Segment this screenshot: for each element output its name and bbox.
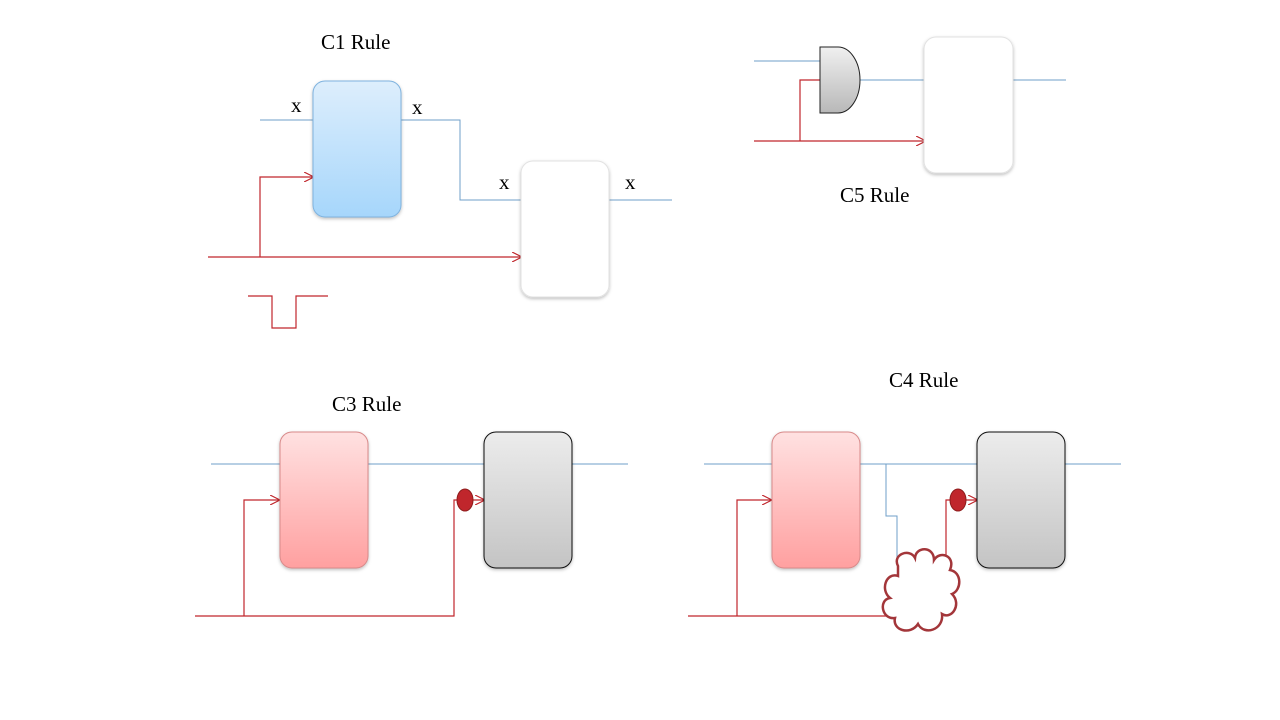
- c4-inversion-bubble-icon: [949, 488, 967, 512]
- c4-gray-latch-block: [976, 431, 1066, 569]
- c1-rule-panel: C1 Rule x x x x: [208, 30, 672, 329]
- c5-rule-title: C5 Rule: [840, 183, 909, 207]
- c4-rule-panel: C4 Rule: [688, 368, 1121, 632]
- c4-data-to-logic-wire: [885, 464, 898, 560]
- c1-clock-pulse-waveform: [248, 295, 328, 329]
- c4-red-latch-block: [771, 431, 861, 569]
- c3-inversion-bubble-icon: [456, 488, 474, 512]
- c4-rule-title: C4 Rule: [889, 368, 958, 392]
- c5-white-latch-block: [923, 36, 1014, 174]
- c5-and-gate-icon: [819, 46, 861, 114]
- c5-clock-to-gate-wire: [799, 79, 820, 141]
- c4-combinational-logic-cloud-icon: [881, 548, 961, 632]
- c1-label-out2: x: [625, 170, 636, 194]
- c1-clock-wire-branch: [259, 177, 313, 257]
- c1-label-in2: x: [499, 170, 510, 194]
- c1-white-latch-block: [520, 160, 610, 298]
- c4-clock-wire-branch: [736, 500, 771, 616]
- c1-blue-latch-block: [312, 80, 402, 218]
- c1-label-in1: x: [291, 93, 302, 117]
- c4-logic-to-latch-wire: [945, 500, 977, 570]
- c3-clock-wire-branch: [243, 500, 279, 616]
- c1-label-out1: x: [412, 95, 423, 119]
- c1-rule-title: C1 Rule: [321, 30, 390, 54]
- c5-rule-panel: C5 Rule: [754, 36, 1066, 207]
- c3-rule-title: C3 Rule: [332, 392, 401, 416]
- c1-inter-data-wire: [400, 119, 521, 201]
- c3-rule-panel: C3 Rule: [195, 392, 628, 617]
- c3-red-latch-block: [279, 431, 369, 569]
- c3-gray-latch-block: [483, 431, 573, 569]
